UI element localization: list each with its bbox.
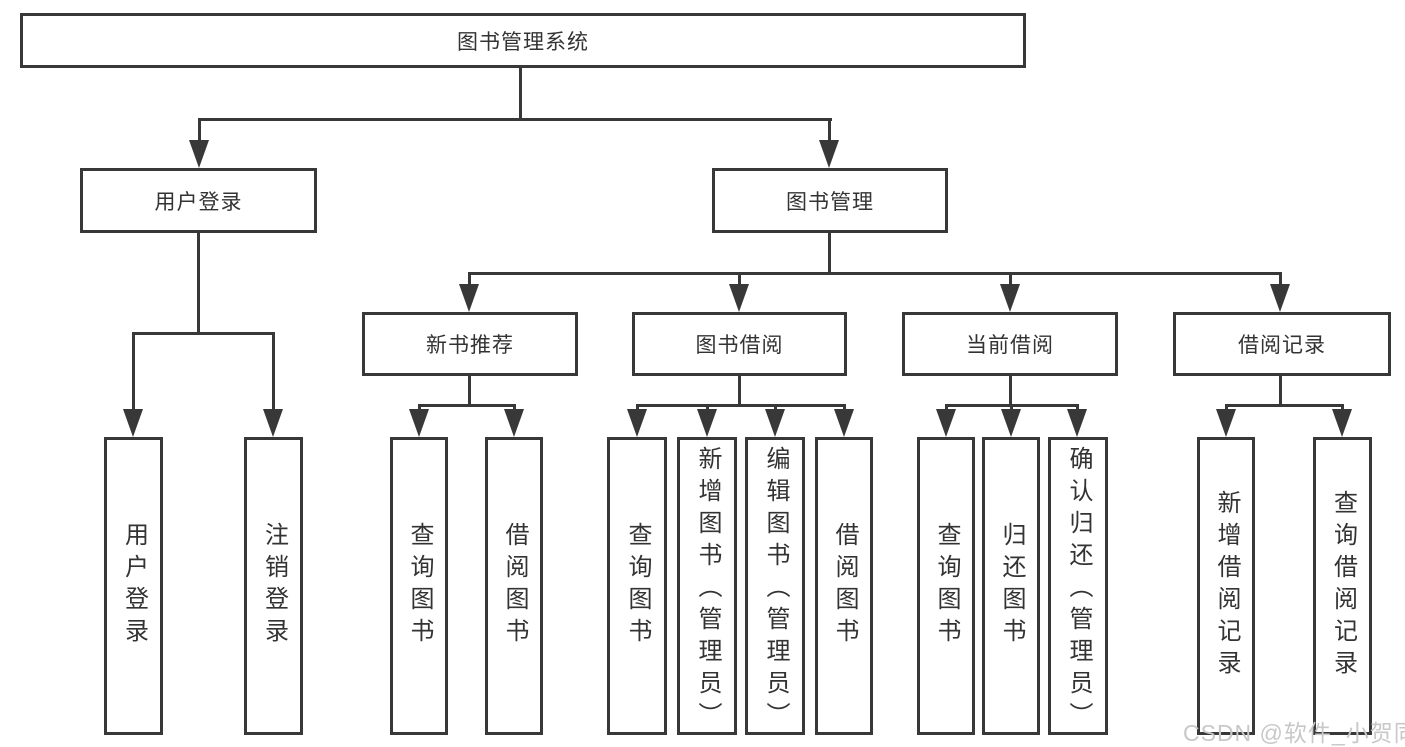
connector-line: [828, 118, 831, 144]
node-book-management-system: 图书管理系统: [20, 13, 1026, 68]
node-query-borrow-record: 查询借阅记录: [1313, 437, 1372, 735]
connector-line: [1279, 272, 1282, 286]
node-borrowing-records: 借阅记录: [1173, 312, 1391, 376]
node-query-books-recommend: 查询图书: [390, 437, 448, 735]
arrow-down-icon: [1001, 409, 1021, 437]
node-add-borrow-record: 新增借阅记录: [1197, 437, 1255, 735]
connector-line: [738, 272, 741, 286]
connector-line: [197, 233, 200, 334]
connector-line: [636, 404, 846, 407]
arrow-down-icon: [936, 409, 956, 437]
connector-line: [132, 332, 275, 335]
arrow-down-icon: [697, 409, 717, 437]
connector-line: [519, 68, 522, 120]
node-add-books-admin: 新增图书（管理员）: [677, 437, 737, 735]
connector-line: [1225, 404, 1344, 407]
connector-line: [1009, 272, 1012, 286]
connector-line: [1009, 376, 1012, 406]
watermark-text: CSDN @软件_小贺同学: [1183, 720, 1405, 746]
node-new-book-recommendation: 新书推荐: [362, 312, 578, 376]
connector-line: [418, 404, 516, 407]
arrow-down-icon: [627, 409, 647, 437]
node-query-books-borrowing: 查询图书: [607, 437, 667, 735]
arrow-down-icon: [765, 409, 785, 437]
node-confirm-return-admin: 确认归还（管理员）: [1048, 437, 1108, 735]
connector-line: [198, 118, 832, 121]
node-current-borrowing: 当前借阅: [902, 312, 1118, 376]
arrow-down-icon: [1270, 284, 1290, 312]
arrow-down-icon: [1067, 409, 1087, 437]
connector-line: [468, 376, 471, 406]
arrow-down-icon: [459, 284, 479, 312]
connector-line: [1279, 376, 1282, 406]
connector-line: [828, 233, 831, 274]
arrow-down-icon: [834, 409, 854, 437]
connector-line: [272, 332, 275, 410]
arrow-down-icon: [1000, 284, 1020, 312]
node-logout: 注销登录: [244, 437, 303, 735]
connector-line: [468, 272, 1281, 275]
arrow-down-icon: [409, 409, 429, 437]
arrow-down-icon: [189, 140, 209, 168]
node-book-management: 图书管理: [712, 168, 948, 233]
connector-line: [198, 118, 201, 144]
connector-line: [468, 272, 471, 286]
node-query-books-current: 查询图书: [917, 437, 975, 735]
node-user-login-leaf: 用户登录: [104, 437, 163, 735]
arrow-down-icon: [263, 409, 283, 437]
arrow-down-icon: [1216, 409, 1236, 437]
connector-line: [738, 376, 741, 406]
node-borrow-books-recommend: 借阅图书: [485, 437, 543, 735]
node-edit-books-admin: 编辑图书（管理员）: [745, 437, 805, 735]
node-book-borrowing: 图书借阅: [632, 312, 847, 376]
node-return-books: 归还图书: [982, 437, 1040, 735]
arrow-down-icon: [819, 140, 839, 168]
node-user-login: 用户登录: [80, 168, 317, 233]
arrow-down-icon: [123, 409, 143, 437]
arrow-down-icon: [729, 284, 749, 312]
arrow-down-icon: [504, 409, 524, 437]
arrow-down-icon: [1332, 409, 1352, 437]
node-borrow-books: 借阅图书: [815, 437, 873, 735]
connector-line: [132, 332, 135, 410]
